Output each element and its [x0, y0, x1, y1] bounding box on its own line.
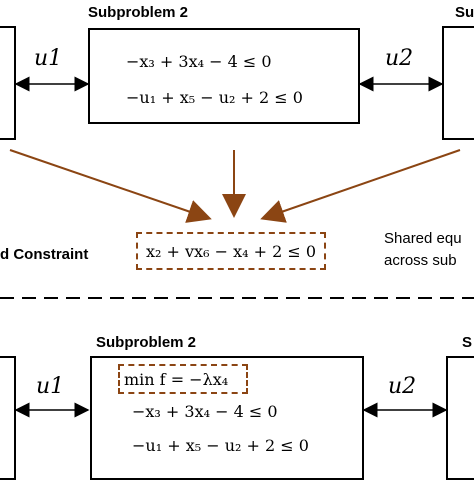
shared-equation-note-line1: Shared equ [384, 230, 462, 247]
top-subproblem-title: Subproblem 2 [88, 4, 189, 21]
bottom-right-partial-box [446, 356, 474, 480]
bottom-subproblem-title: Subproblem 2 [96, 334, 197, 351]
bottom-u1-label: u1 [36, 374, 65, 399]
bottom-right-title-partial: S [462, 334, 473, 351]
top-constraint-1: −x₃ + 3x₄ − 4 ≤ 0 [126, 52, 272, 71]
shared-constraint-label-partial: d Constraint [0, 246, 89, 263]
top-left-partial-box [0, 26, 16, 140]
top-right-partial-box [442, 26, 474, 140]
arrow-from-left [9, 149, 212, 223]
arrow-from-right [260, 149, 461, 223]
top-constraint-2: −u₁ + x₅ − u₂ + 2 ≤ 0 [126, 88, 303, 107]
bottom-constraint-2: −u₁ + x₅ − u₂ + 2 ≤ 0 [132, 436, 309, 455]
top-u2-label: u2 [385, 46, 414, 71]
bottom-subproblem-box: min f = −λx₄ −x₃ + 3x₄ − 4 ≤ 0 −u₁ + x₅ … [90, 356, 364, 480]
top-right-title-partial: Su [455, 4, 474, 21]
bottom-constraint-1: −x₃ + 3x₄ − 4 ≤ 0 [132, 402, 278, 421]
bottom-u2-label: u2 [388, 374, 417, 399]
shared-constraint-box: x₂ + vx₆ − x₄ + 2 ≤ 0 [136, 232, 326, 270]
shared-constraint-equation: x₂ + vx₆ − x₄ + 2 ≤ 0 [146, 242, 317, 261]
top-subproblem-box: −x₃ + 3x₄ − 4 ≤ 0 −u₁ + x₅ − u₂ + 2 ≤ 0 [88, 28, 360, 124]
shared-equation-note-line2: across sub [384, 252, 457, 269]
objective-box: min f = −λx₄ [118, 364, 248, 394]
objective-function: min f = −λx₄ [124, 370, 229, 389]
top-u1-label: u1 [34, 46, 63, 71]
bottom-left-partial-box [0, 356, 16, 480]
